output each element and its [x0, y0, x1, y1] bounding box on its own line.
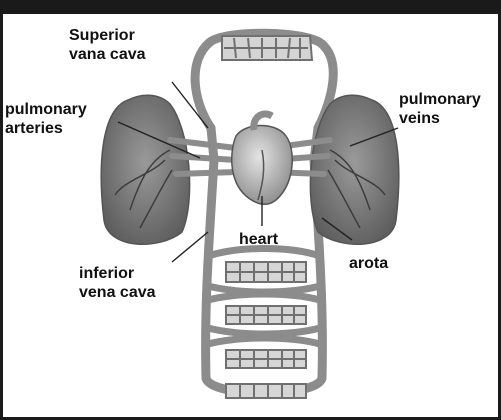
label-pulmonary-veins-line1: pulmonary: [399, 90, 481, 109]
label-inferior-vena-cava: inferior vena cava: [79, 264, 156, 302]
label-pulmonary-arteries: pulmonary arteries: [5, 100, 87, 138]
label-pulmonary-arteries-line2: arteries: [5, 119, 87, 138]
label-superior-vena-cava: Superior vana cava: [69, 26, 146, 64]
label-heart: heart: [239, 230, 278, 249]
label-inferior-vena-cava-line1: inferior: [79, 264, 156, 283]
label-superior-vena-cava-line2: vana cava: [69, 45, 146, 64]
label-pulmonary-veins-line2: veins: [399, 109, 481, 128]
right-lung: [310, 95, 398, 244]
leader-inferior-vena-cava: [172, 232, 208, 262]
label-pulmonary-veins: pulmonary veins: [399, 90, 481, 128]
label-aorta: arota: [349, 254, 388, 273]
label-superior-vena-cava-line1: Superior: [69, 26, 146, 45]
label-pulmonary-arteries-line1: pulmonary: [5, 100, 87, 119]
heart-illustration: [232, 114, 293, 204]
lower-body-capillary-beds: [208, 249, 320, 399]
left-lung: [101, 95, 189, 244]
label-inferior-vena-cava-line2: vena cava: [79, 283, 156, 302]
upper-capillary-net: [222, 36, 312, 60]
